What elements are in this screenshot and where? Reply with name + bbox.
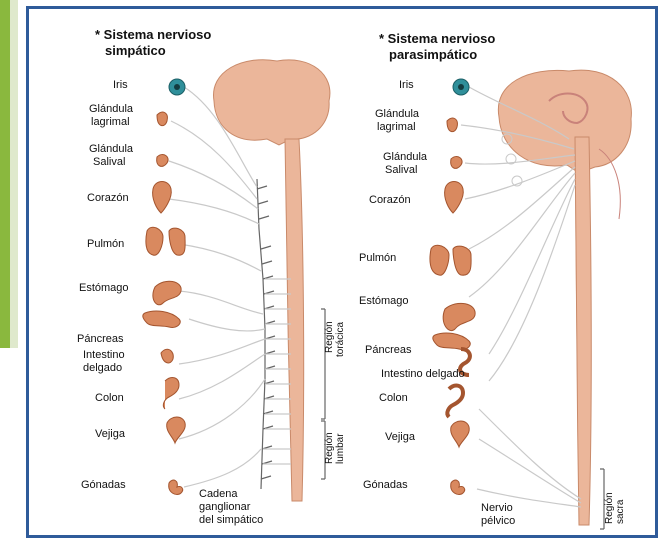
parasympathetic-label-small-int: Intestino delgado <box>381 368 465 380</box>
region-lumbar-label-2: lumbar <box>335 433 346 464</box>
parasympathetic-label-salivary-2: Salival <box>385 164 417 176</box>
parasympathetic-label-lacrimal-1: Glándula <box>375 108 420 120</box>
sympathetic-heart-icon <box>153 182 172 214</box>
parasympathetic-salivary-gland-icon <box>451 157 462 169</box>
green-side-bar <box>0 0 10 348</box>
sympathetic-label-small-int-2: delgado <box>83 362 122 374</box>
parasympathetic-spinal-cord <box>575 137 591 525</box>
parasympathetic-title-line2: parasimpático <box>389 47 477 62</box>
parasympathetic-label-colon: Colon <box>379 392 408 404</box>
sympathetic-bladder-icon <box>167 417 186 443</box>
sympathetic-small-intestine-icon <box>161 349 173 363</box>
sympathetic-label-salivary-1: Glándula <box>89 143 134 155</box>
parasympathetic-bladder-icon <box>451 421 470 447</box>
sympathetic-gonads-icon <box>169 480 183 495</box>
sympathetic-lung-icon <box>146 227 185 255</box>
sympathetic-label-gonads: Gónadas <box>81 479 126 491</box>
parasympathetic-pancreas-icon <box>433 333 470 349</box>
parasympathetic-stomach-icon <box>443 303 475 330</box>
sympathetic-label-iris: Iris <box>113 79 128 91</box>
parasympathetic-label-lacrimal-2: lagrimal <box>377 121 416 133</box>
parasympathetic-heart-icon <box>445 182 464 214</box>
parasympathetic-label-pancreas: Páncreas <box>365 344 412 356</box>
sympathetic-panel: * Sistema nervioso simpático <box>77 27 346 526</box>
sympathetic-chain-label-1: Cadena <box>199 488 238 500</box>
nervous-system-diagram: * Sistema nervioso simpático <box>29 9 655 535</box>
sympathetic-rami <box>263 279 291 464</box>
parasympathetic-colon-icon <box>447 386 463 417</box>
parasympathetic-brain <box>498 70 631 173</box>
sympathetic-label-small-int-1: Intestino <box>83 349 125 361</box>
ganglion-ticks <box>257 186 275 479</box>
green-side-bar-edge <box>10 0 18 348</box>
sympathetic-ganglion-chain <box>257 179 265 489</box>
sympathetic-label-stomach: Estómago <box>79 282 129 294</box>
sympathetic-label-pancreas: Páncreas <box>77 333 124 345</box>
sympathetic-brain <box>214 60 330 145</box>
parasympathetic-label-heart: Corazón <box>369 194 411 206</box>
sympathetic-label-lacrimal-1: Glándula <box>89 103 134 115</box>
sympathetic-pancreas-icon <box>143 311 180 327</box>
region-sacral-label-2: sacra <box>615 499 626 524</box>
parasympathetic-pupil <box>458 84 464 90</box>
sympathetic-spinal-cord <box>285 139 304 501</box>
sympathetic-chain-label-2: ganglionar <box>199 501 251 513</box>
sympathetic-title-line2: simpático <box>105 43 166 58</box>
parasympathetic-gonads-icon <box>451 480 465 495</box>
sympathetic-label-colon: Colon <box>95 392 124 404</box>
parasympathetic-label-salivary-1: Glándula <box>383 151 428 163</box>
parasympathetic-label-stomach: Estómago <box>359 295 409 307</box>
sympathetic-label-lung: Pulmón <box>87 238 124 250</box>
parasympathetic-panel: * Sistema nervioso parasimpático <box>359 31 631 529</box>
sympathetic-chain-label-3: del simpático <box>199 514 263 526</box>
pelvic-nerve-label-2: pélvico <box>481 515 515 527</box>
pelvic-nerve-label-1: Nervio <box>481 502 513 514</box>
parasympathetic-label-lung: Pulmón <box>359 252 396 264</box>
sympathetic-label-lacrimal-2: lagrimal <box>91 116 130 128</box>
sympathetic-label-bladder: Vejiga <box>95 428 126 440</box>
sympathetic-label-salivary-2: Salival <box>93 156 125 168</box>
region-thoracic-label-2: torácica <box>335 322 346 357</box>
region-thoracic-label-1: Región <box>324 321 335 353</box>
sympathetic-stomach-icon <box>153 281 181 305</box>
sympathetic-label-heart: Corazón <box>87 192 129 204</box>
parasympathetic-lacrimal-gland-icon <box>447 118 457 132</box>
region-lumbar-label-1: Región <box>324 432 335 464</box>
parasympathetic-label-iris: Iris <box>399 79 414 91</box>
parasympathetic-title-line1: * Sistema nervioso <box>379 31 495 46</box>
sympathetic-title-line1: * Sistema nervioso <box>95 27 211 42</box>
sympathetic-salivary-gland-icon <box>157 155 168 167</box>
sympathetic-lacrimal-gland-icon <box>157 112 167 126</box>
parasympathetic-lung-icon <box>430 245 471 275</box>
parasympathetic-label-bladder: Vejiga <box>385 431 416 443</box>
parasympathetic-label-gonads: Gónadas <box>363 479 408 491</box>
sympathetic-pupil <box>174 84 180 90</box>
sympathetic-colon-icon <box>163 378 179 409</box>
region-sacral-label-1: Región <box>604 492 615 524</box>
